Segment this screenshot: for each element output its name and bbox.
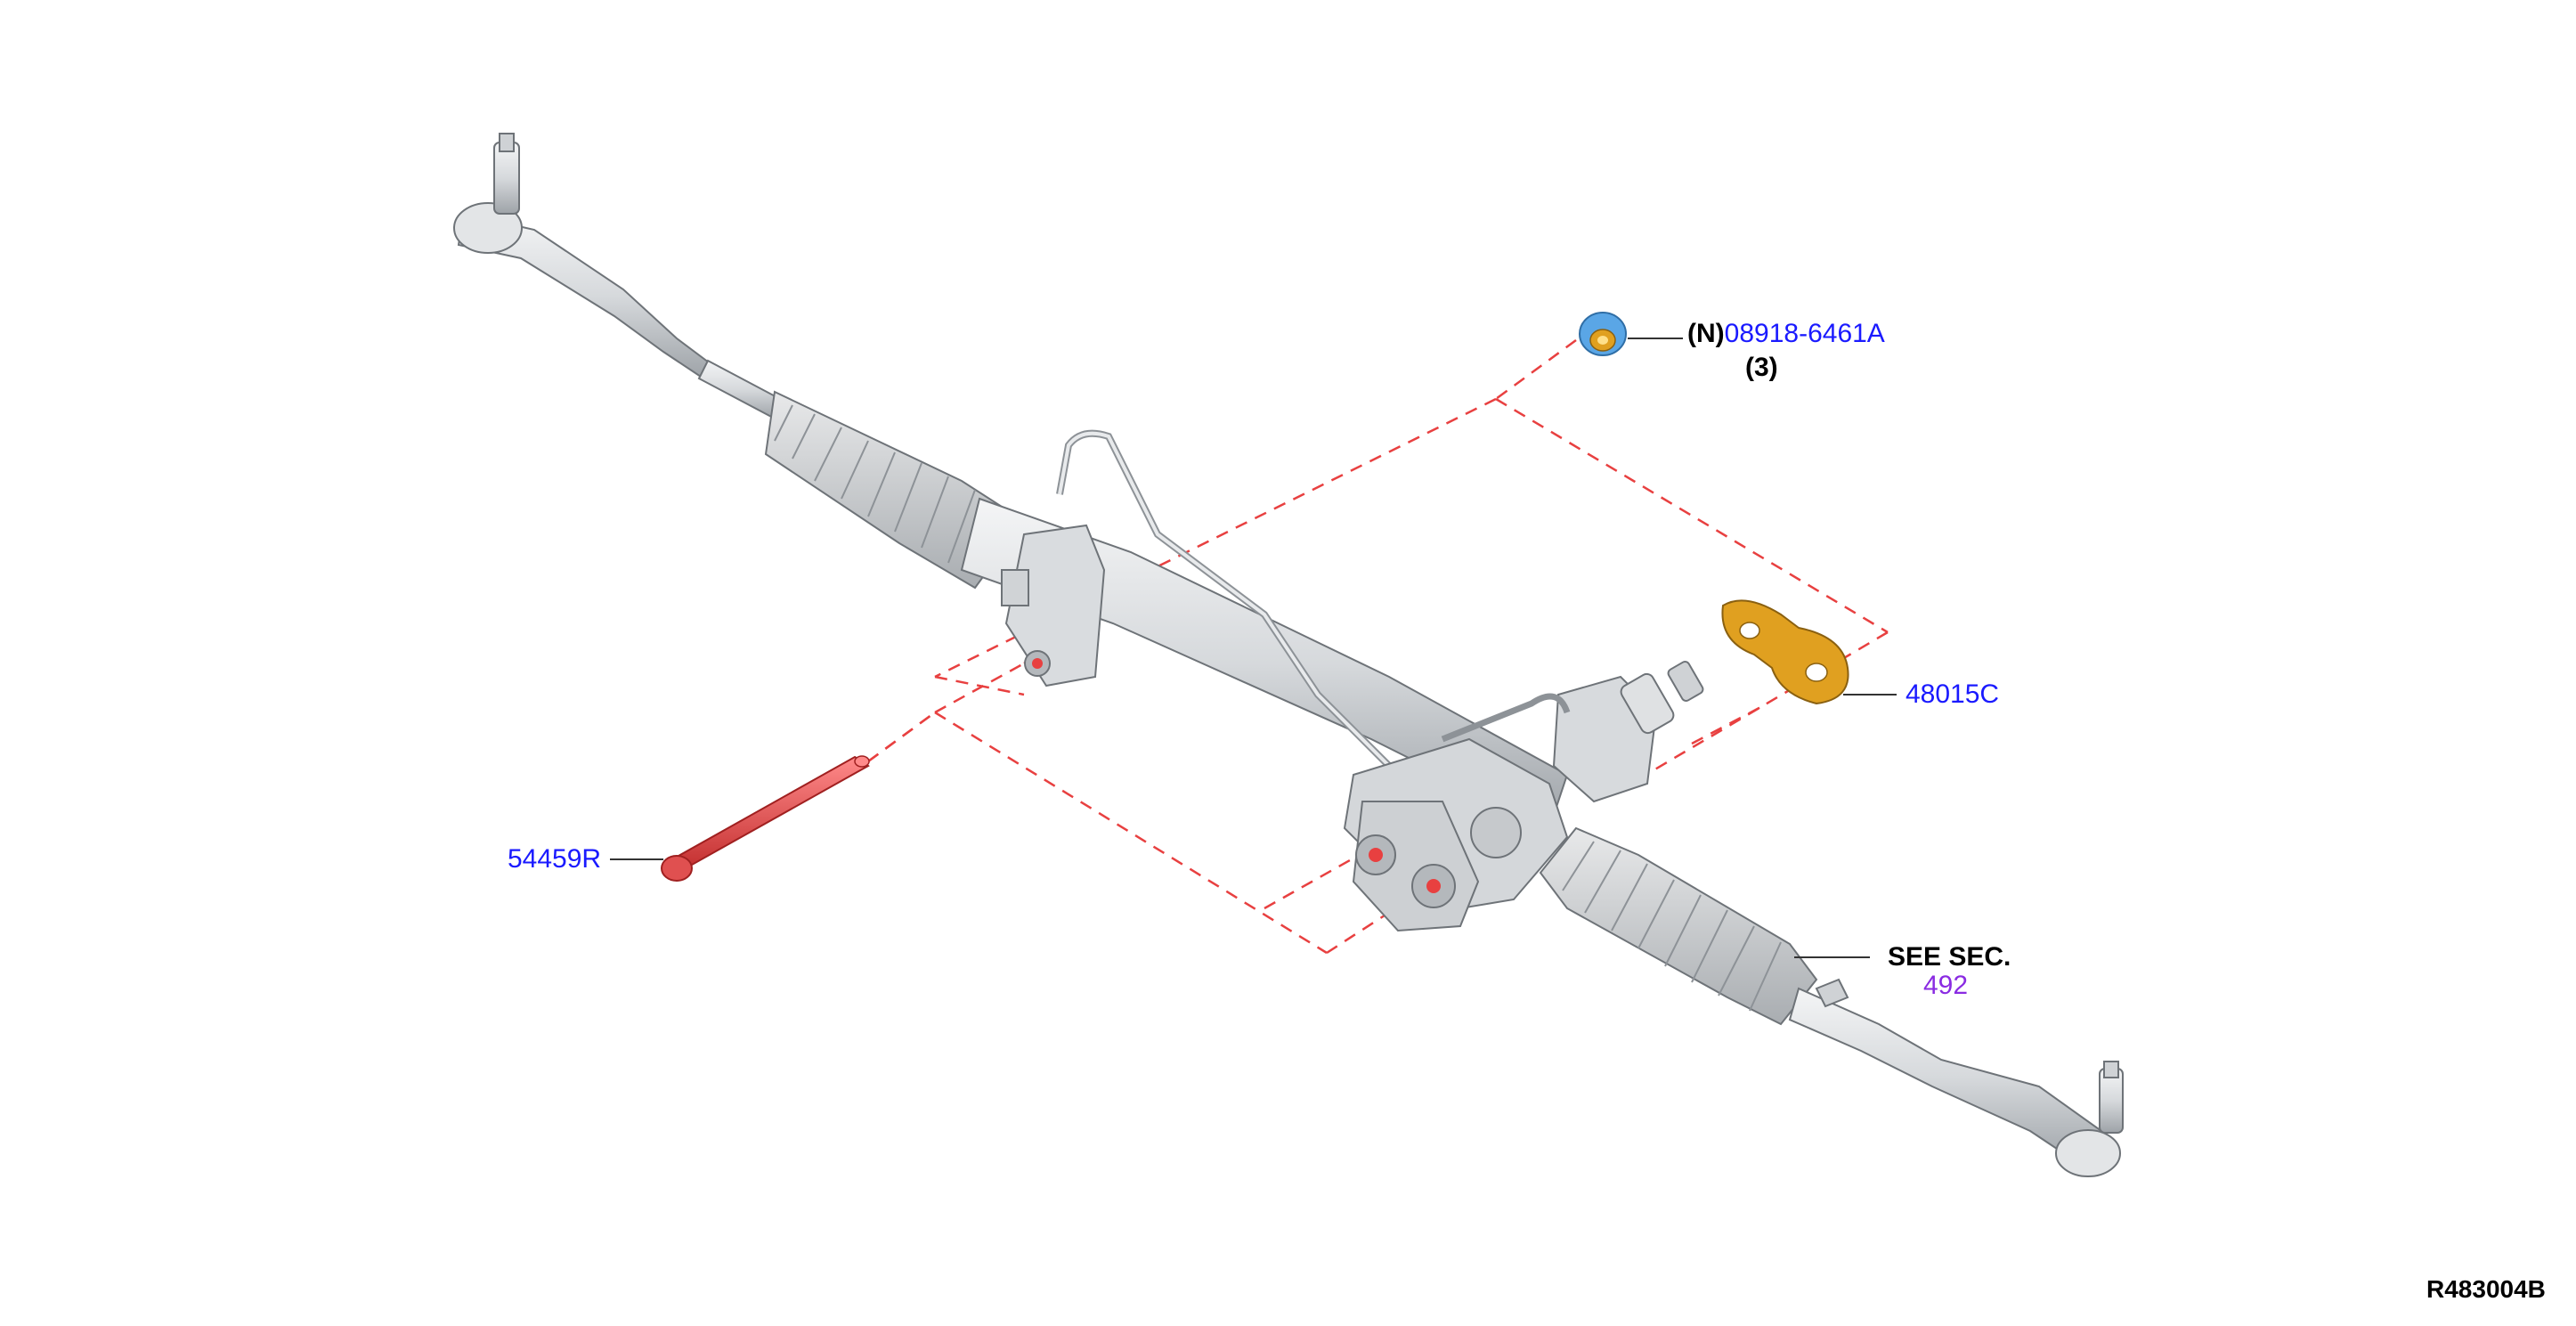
bolt-part-number-link[interactable]: 54459R (508, 844, 602, 874)
right-tie-rod-end (1788, 978, 2124, 1177)
see-section-link[interactable]: 492 (1923, 971, 1969, 1000)
see-section-label: SEE SEC. (1888, 942, 2011, 972)
bolt-part[interactable] (661, 755, 870, 882)
nut-callout: (N)08918-6461A (1687, 319, 1885, 349)
nut-part-number-link[interactable]: 08918-6461A (1724, 319, 1885, 348)
left-rack-boot (764, 390, 1026, 590)
nut-quantity: (3) (1745, 353, 1778, 382)
nut-prefix: (N) (1687, 319, 1725, 348)
left-tie-rod-end (453, 133, 785, 420)
insulator-part-number-link[interactable]: 48015C (1906, 679, 2000, 709)
right-rack-boot (1539, 826, 1818, 1026)
nut-part[interactable] (1579, 312, 1627, 356)
insulator-part[interactable] (1721, 599, 1849, 705)
rack-housing (960, 429, 1704, 932)
diagram-id: R483004B (2426, 1275, 2546, 1303)
